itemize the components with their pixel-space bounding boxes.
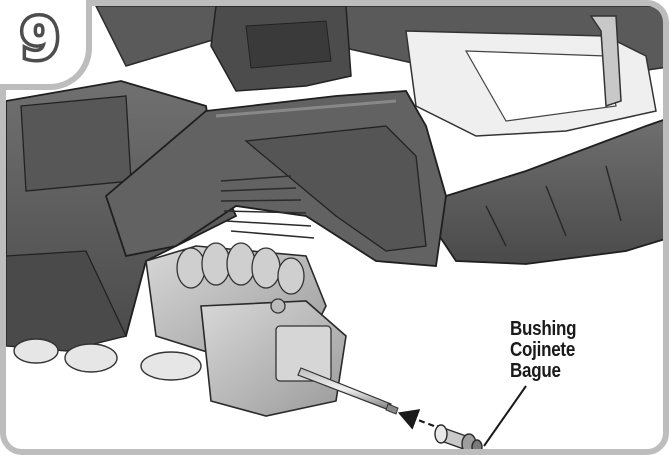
step-number: 9 <box>17 3 63 75</box>
bushing-part <box>434 424 483 449</box>
part-callout-label: Bushing Cojinete Bague <box>510 319 576 382</box>
callout-leader-line <box>483 385 527 447</box>
rear-bumper <box>435 119 663 265</box>
gear-teeth <box>176 242 305 295</box>
dashed-insertion-arrow-icon <box>397 409 435 430</box>
fender-arch <box>20 95 132 192</box>
vehicle-illustration <box>6 6 663 449</box>
callout-line-french: Bague <box>510 360 561 382</box>
axle-tip <box>385 403 399 415</box>
bay-rail <box>464 50 617 122</box>
callout-line-spanish: Cojinete <box>510 339 576 361</box>
seat-back-detail <box>245 20 332 69</box>
fender-ridge <box>215 99 397 118</box>
caliper-block <box>275 325 332 382</box>
rear-wheels <box>13 338 202 381</box>
step-badge: 9 <box>0 0 92 90</box>
callout-line-english: Bushing <box>510 318 577 340</box>
bumper-notch <box>485 165 622 247</box>
lower-skirt <box>6 250 127 352</box>
caliper-bolt <box>270 298 286 314</box>
gearbox-slats <box>220 175 315 239</box>
handle-bracket <box>589 15 622 108</box>
fender-face <box>244 125 427 252</box>
